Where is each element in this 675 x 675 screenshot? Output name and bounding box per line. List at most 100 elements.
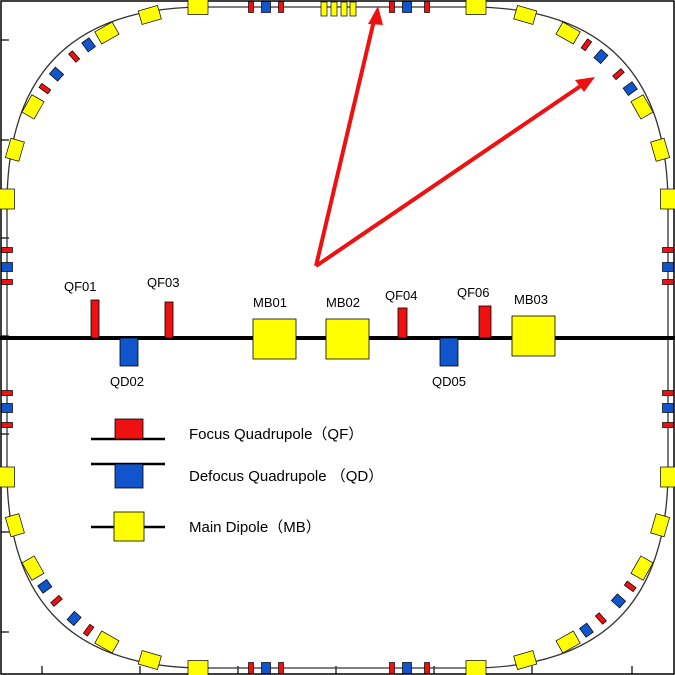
ring-focus-quad [580, 38, 593, 52]
ring-focus-quad [68, 50, 81, 63]
legend-item-focus: Focus Quadrupole（QF） [91, 418, 363, 443]
legend-focus-label: Focus Quadrupole（QF） [189, 426, 363, 443]
main-dipole-icon [113, 511, 145, 542]
ring-dipole [0, 466, 15, 488]
ring-defocus-quad [37, 579, 53, 594]
ring-focus-quad [1, 279, 13, 285]
qd05-label: QD05 [432, 374, 466, 389]
legend-dipole-label: Main Dipole（MB） [189, 519, 321, 536]
ring-focus-quad [278, 662, 284, 674]
focus-quadrupole-icon [114, 418, 144, 440]
ring-defocus-quad [261, 1, 271, 13]
ring-defocus-quad [81, 37, 96, 53]
ring-focus-quad [389, 662, 395, 674]
qf01-label: QF01 [64, 279, 97, 294]
ring-focus-quad [278, 1, 284, 13]
ring-focus-quad [1, 422, 13, 428]
ring-defocus-quad [593, 48, 609, 65]
ring-focus-quad [612, 68, 625, 81]
ring-defocus-quad [402, 662, 412, 674]
ring-dipole [340, 1, 348, 17]
ring-dipole [0, 188, 15, 210]
ring-dipole [187, 0, 209, 15]
ring-focus-quad [662, 422, 674, 428]
ring-focus-quad [389, 1, 395, 13]
ring-defocus-quad [1, 262, 13, 272]
legend-item-defocus: Defocus Quadrupole （QD） [91, 462, 383, 489]
ring-dipole [630, 555, 654, 581]
qf03-label: QF03 [147, 275, 180, 290]
ring-focus-quad [662, 247, 674, 253]
ring-focus-quad [248, 662, 254, 674]
ring-dipole [349, 1, 357, 17]
ring-dipole [555, 21, 581, 45]
ring-defocus-quad [66, 610, 82, 627]
ring-dipole [650, 137, 671, 162]
ring-defocus-quad [662, 403, 674, 413]
ring-dipole [513, 650, 538, 671]
ring-focus-quad [662, 279, 674, 285]
legend-item-dipole: Main Dipole（MB） [91, 511, 321, 542]
ring-defocus-quad [610, 593, 627, 609]
mb03-magnet [511, 315, 556, 357]
ring-focus-quad [424, 1, 430, 13]
ring-defocus-quad [48, 66, 65, 82]
ring-focus-quad [82, 623, 95, 637]
ring-dipole [555, 630, 581, 654]
ring-focus-quad [594, 612, 607, 625]
ring-dipole [21, 94, 45, 120]
ring-dipole [94, 21, 120, 45]
lattice-section: QF01 QD02 QF03 MB01 MB02 QF04 QD05 QF06 … [0, 275, 675, 389]
ring-focus-quad [662, 390, 674, 396]
qf01-magnet [90, 299, 100, 339]
qf06-magnet [478, 305, 492, 339]
arrowheads [368, 6, 595, 92]
ring-dipole [4, 513, 25, 538]
mb01-magnet [252, 318, 297, 360]
qf04-magnet [397, 307, 408, 339]
ring-dipole [465, 660, 487, 675]
ring-focus-quad [424, 662, 430, 674]
ring-defocus-quad [1, 403, 13, 413]
ring-defocus-quad [402, 1, 412, 13]
ring-dipole [137, 650, 162, 671]
mb02-label: MB02 [326, 295, 360, 310]
ring-dipole [630, 94, 654, 120]
qd05-magnet [439, 337, 459, 367]
ring-defocus-quad [261, 662, 271, 674]
legend: Focus Quadrupole（QF） Defocus Quadrupole … [91, 418, 383, 542]
ring-dipole [660, 188, 675, 210]
ring-defocus-quad [579, 622, 594, 638]
ring-dipole [137, 4, 162, 25]
ring-dipole [94, 630, 120, 654]
ring-dipole [330, 1, 338, 17]
legend-defocus-label: Defocus Quadrupole （QD） [189, 468, 383, 485]
qd02-magnet [119, 337, 139, 367]
ring-focus-quad [38, 82, 52, 95]
qf06-label: QF06 [457, 285, 490, 300]
defocus-quadrupole-icon [114, 463, 144, 489]
ring-focus-quad [1, 247, 13, 253]
qd02-label: QD02 [110, 374, 144, 389]
ring-defocus-quad [622, 81, 638, 96]
ring-dipole [4, 137, 25, 162]
mb03-label: MB03 [514, 292, 548, 307]
ring-defocus-quad [662, 262, 674, 272]
ring-focus-quad [50, 594, 63, 607]
ring-dipole [660, 466, 675, 488]
qf03-magnet [164, 301, 174, 339]
ring-focus-quad [623, 580, 637, 593]
ring-focus-quad [1, 390, 13, 396]
ring-dipole [320, 1, 328, 17]
ring-focus-quad [248, 1, 254, 13]
ring-dipole [21, 555, 45, 581]
ring-dipole [187, 660, 209, 675]
red-zoom-arrows-icon [314, 15, 587, 268]
qf04-label: QF04 [385, 288, 418, 303]
ring-dipole [650, 513, 671, 538]
mb02-magnet [325, 318, 370, 360]
mb01-label: MB01 [253, 295, 287, 310]
ring-dipole [513, 4, 538, 25]
